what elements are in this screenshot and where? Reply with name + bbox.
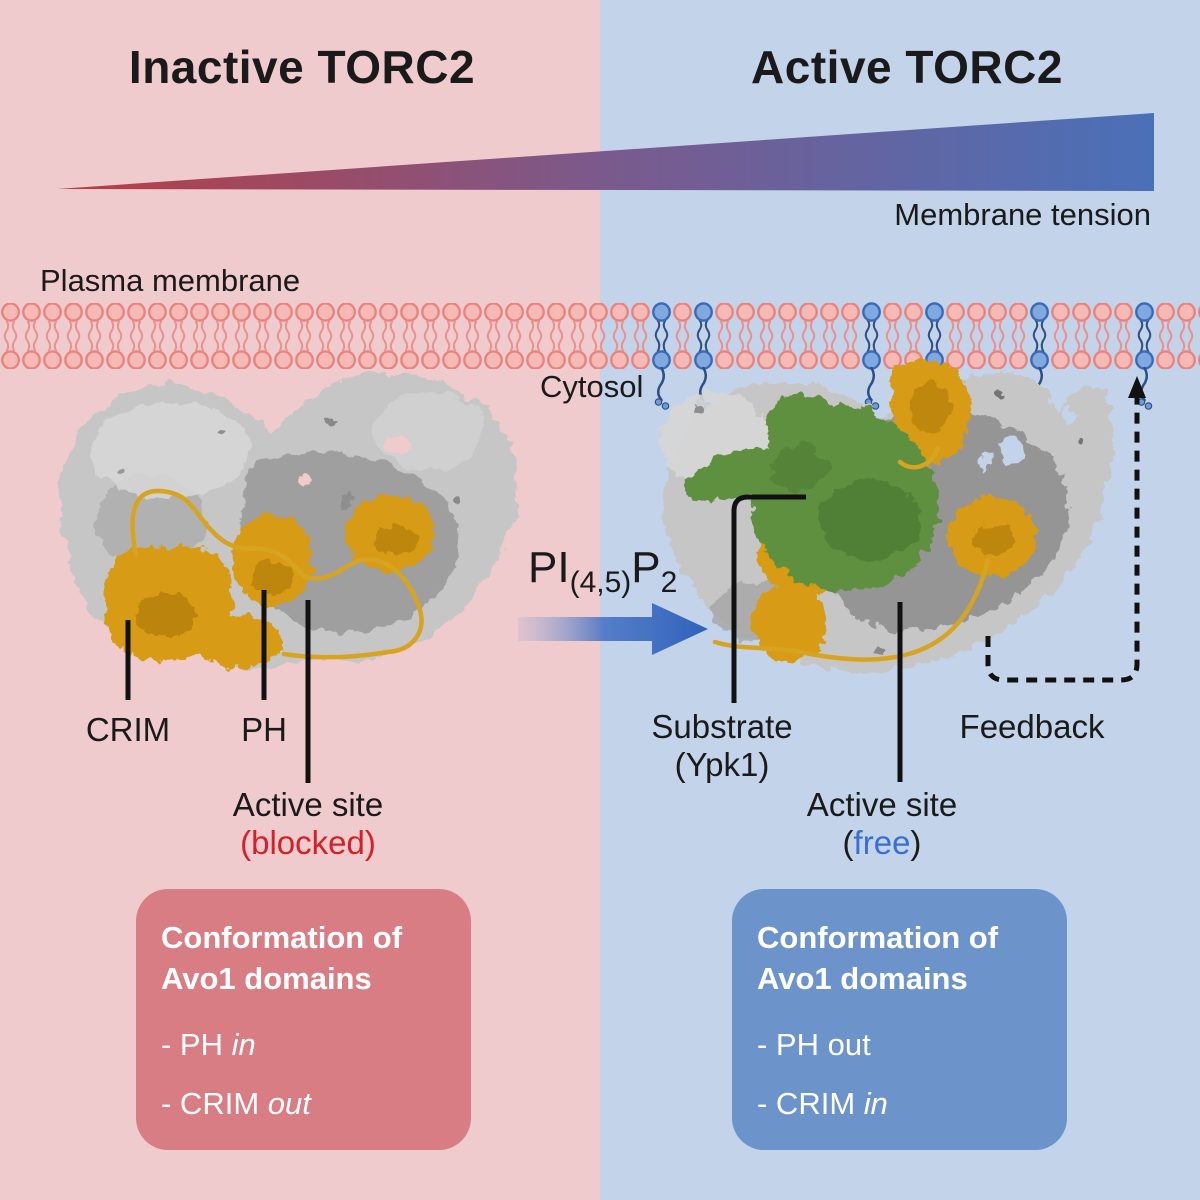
inactive-box-title: Conformation of Avo1 domains	[161, 917, 471, 999]
crim-label: CRIM	[85, 711, 171, 748]
active-site-free-label: Active site (free)	[807, 786, 957, 862]
free-state-text: free	[853, 824, 911, 861]
active-box-title: Conformation of Avo1 domains	[757, 917, 1067, 999]
pointer-lines-right	[731, 494, 903, 782]
feedback-arrow	[985, 376, 1146, 683]
substrate-ypk1-structure	[685, 395, 939, 592]
box-title-line2: Avo1 domains	[757, 961, 968, 996]
membrane-tension-wedge	[57, 113, 1154, 191]
active-conformation-box: Conformation of Avo1 domains - PH out - …	[732, 889, 1067, 1150]
substrate-label: Substrate (Ypk1)	[651, 708, 792, 784]
box-title-line1: Conformation of	[161, 920, 403, 955]
avo1-loop-left	[130, 488, 424, 660]
active-panel-title: Active TORC2	[751, 41, 1063, 93]
box-title-line2: Avo1 domains	[161, 961, 372, 996]
substrate-ypk1-text: (Ypk1)	[674, 746, 770, 783]
pip2-p-text: P	[631, 543, 661, 592]
box-title-line1: Conformation of	[757, 920, 999, 955]
active-site-text: Active site	[232, 786, 384, 823]
pointer-lines-left	[125, 590, 311, 783]
free-paren-close: )	[910, 824, 922, 861]
blocked-state-text: (blocked)	[240, 824, 376, 861]
inactive-panel-title: Inactive TORC2	[128, 41, 476, 93]
inactive-torc2-structure	[61, 372, 519, 668]
pip2-main-text: PI	[528, 543, 570, 592]
inactive-box-item-crim: - CRIM out	[161, 1086, 311, 1121]
plasma-membrane-bilayer	[0, 303, 1200, 369]
cytosol-label: Cytosol	[540, 369, 644, 404]
substrate-text: Substrate	[651, 708, 793, 745]
plasma-membrane-label: Plasma membrane	[40, 263, 301, 298]
pip2-lipid-icon	[651, 302, 672, 410]
pip2-label: PI(4,5)P2	[528, 543, 677, 597]
pip2-subscript-2: 2	[660, 565, 678, 599]
avo1-loop-right	[712, 445, 991, 662]
active-box-item-crim: - CRIM in	[757, 1086, 888, 1121]
pip2-lipid-icon	[924, 302, 945, 410]
free-paren-open: (	[842, 824, 854, 861]
membrane-tension-label: Membrane tension	[894, 197, 1151, 232]
pip2-lipids	[651, 302, 1155, 410]
feedback-label: Feedback	[959, 708, 1105, 745]
active-torc2-structure	[660, 359, 1114, 672]
active-box-item-ph: - PH out	[757, 1027, 871, 1062]
activation-arrow	[518, 603, 708, 655]
pip2-subscript-45: (4,5)	[569, 565, 632, 599]
active-site-text: Active site	[806, 786, 958, 823]
pip2-lipid-icon	[861, 302, 882, 410]
ph-label: PH	[241, 711, 287, 748]
inactive-box-item-ph: - PH in	[161, 1027, 256, 1062]
avo1-orange-domains-left	[105, 495, 434, 668]
active-site-blocked-label: Active site (blocked)	[233, 786, 383, 862]
inactive-conformation-box: Conformation of Avo1 domains - PH in - C…	[136, 889, 471, 1150]
